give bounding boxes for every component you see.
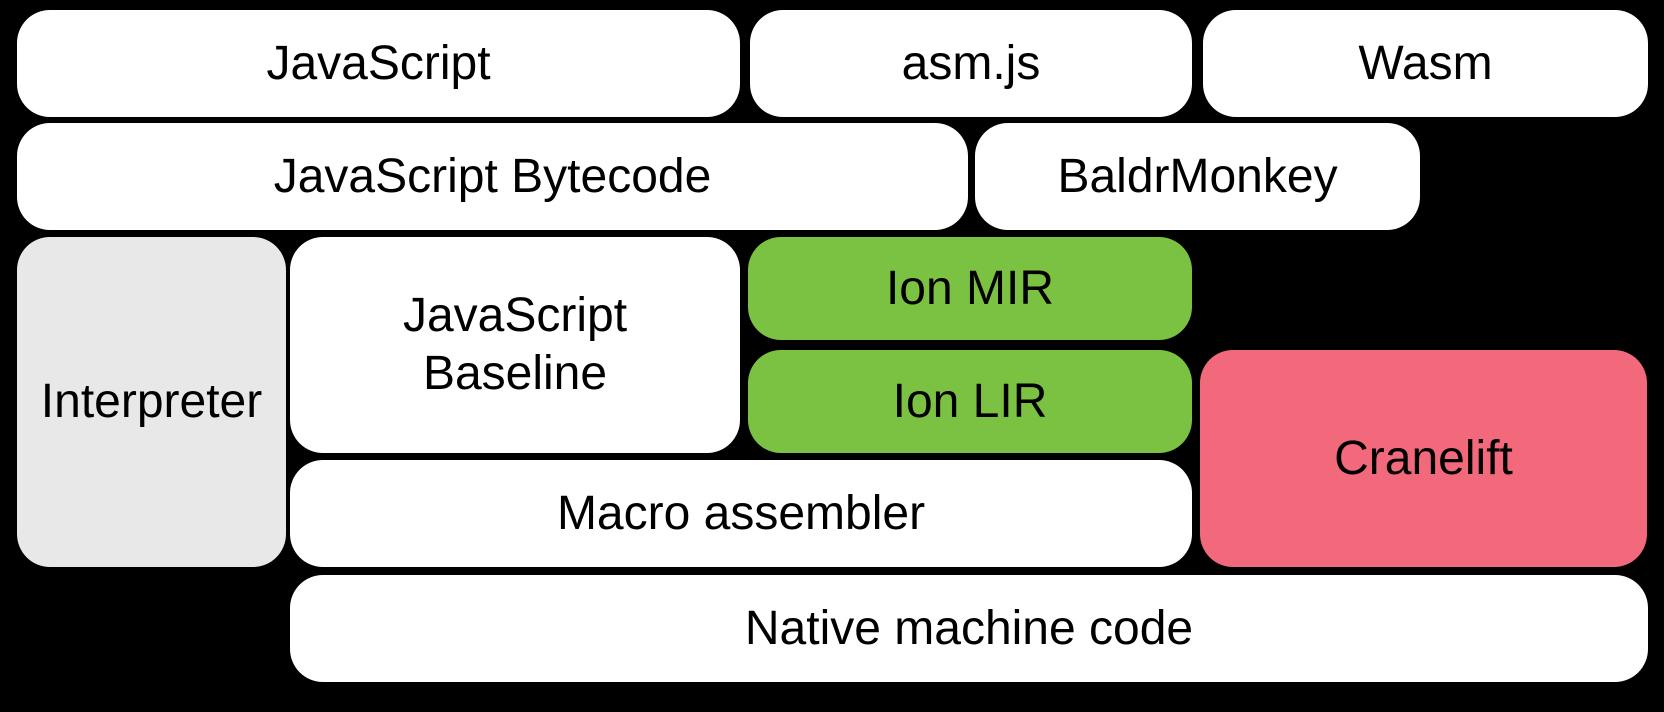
box-ion-lir: Ion LIR bbox=[748, 350, 1192, 453]
box-native-machine-code-label: Native machine code bbox=[744, 601, 1194, 655]
box-cranelift-label: Cranelift bbox=[1334, 431, 1513, 485]
box-wasm-label: Wasm bbox=[1358, 36, 1493, 90]
box-javascript: JavaScript bbox=[17, 10, 740, 117]
box-javascript-bytecode: JavaScript Bytecode bbox=[17, 123, 968, 230]
box-ion-lir-label: Ion LIR bbox=[892, 374, 1048, 428]
box-javascript-baseline-label: JavaScript Baseline bbox=[402, 289, 628, 400]
box-asmjs-label: asm.js bbox=[901, 36, 1041, 90]
box-macro-assembler-label: Macro assembler bbox=[556, 486, 926, 540]
box-javascript-label: JavaScript bbox=[266, 36, 491, 90]
box-interpreter-label: Interpreter bbox=[40, 375, 263, 429]
box-javascript-baseline: JavaScript Baseline bbox=[290, 237, 740, 453]
box-ion-mir-label: Ion MIR bbox=[885, 261, 1055, 315]
box-native-machine-code: Native machine code bbox=[290, 575, 1648, 682]
box-macro-assembler: Macro assembler bbox=[290, 460, 1192, 567]
box-baldrmonkey: BaldrMonkey bbox=[975, 123, 1420, 230]
box-ion-mir: Ion MIR bbox=[748, 237, 1192, 340]
box-javascript-bytecode-label: JavaScript Bytecode bbox=[273, 149, 712, 203]
box-baldrmonkey-label: BaldrMonkey bbox=[1057, 149, 1338, 203]
box-wasm: Wasm bbox=[1203, 10, 1648, 117]
box-cranelift: Cranelift bbox=[1200, 350, 1647, 567]
box-asmjs: asm.js bbox=[750, 10, 1192, 117]
box-interpreter: Interpreter bbox=[17, 237, 286, 567]
